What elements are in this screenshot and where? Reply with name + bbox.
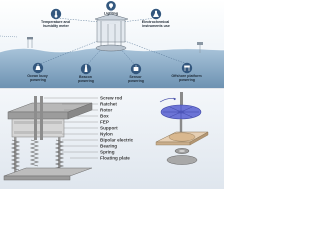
label-lighting: Lighting: [104, 12, 118, 16]
part-label-ratchet: Ratchet: [100, 102, 117, 107]
platform-icon: [184, 65, 190, 68]
part-label-bipolar-electric: Bipolar electric: [100, 138, 134, 143]
label-sensor: Sensor powering: [128, 75, 144, 83]
leader-lines: [44, 97, 98, 159]
part-label-rotor: Rotor: [100, 108, 112, 113]
icon-lightbulb: [106, 1, 116, 11]
connection-lines: [39, 10, 188, 67]
structure-panel: Screw rod Ratchet Rotor Box FEP Support …: [0, 89, 224, 189]
label-offshore-platform: Offshore platform powering: [171, 74, 202, 82]
teng-device: [94, 13, 129, 52]
part-label-bearing: Bearing: [100, 144, 117, 149]
small-platform: [27, 37, 33, 48]
teng-buoy-diagram: Temperature and humidity meter Lighting …: [0, 0, 225, 189]
part-label-support: Support: [100, 126, 118, 131]
sensor-icon: [133, 67, 139, 71]
icon-platform: [181, 62, 193, 74]
icon-thermometer: [50, 8, 62, 20]
icon-sensor: [130, 63, 142, 75]
label-temperature: Temperature and humidity meter: [41, 20, 71, 28]
flask-icon: [153, 10, 159, 17]
application-scene: Temperature and humidity meter Lighting …: [0, 0, 225, 88]
small-buoy-right: [197, 42, 203, 53]
icon-buoy: [32, 62, 44, 74]
diagram-canvas: Temperature and humidity meter Lighting …: [0, 0, 225, 189]
label-electrochemical: Electrochemical instruments use: [142, 20, 171, 28]
part-label-box: Box: [100, 114, 109, 119]
icon-flask: [150, 8, 162, 20]
buoy-icon: [35, 66, 41, 70]
application-labels: Temperature and humidity meter Lighting …: [27, 12, 202, 84]
label-ocean-buoy: Ocean buoy powering: [27, 74, 49, 82]
exploded-assembly: [155, 92, 209, 165]
bottom-disk: [166, 155, 198, 165]
part-labels: Screw rod Ratchet Rotor Box FEP Support …: [100, 96, 134, 161]
part-label-screw-rod: Screw rod: [100, 96, 122, 101]
lightbulb-icon: [109, 3, 113, 8]
label-beacon: Beacon powering: [78, 75, 94, 83]
part-label-nylon: Nylon: [100, 132, 113, 137]
part-label-floating-plate: Floating plate: [100, 156, 130, 161]
spring-coils: [10, 139, 65, 171]
thermometer-icon: [55, 10, 57, 16]
beacon-icon: [84, 66, 88, 72]
icon-beacon: [80, 63, 92, 75]
part-label-spring: Spring: [100, 150, 115, 155]
part-label-fep: FEP: [100, 120, 109, 125]
